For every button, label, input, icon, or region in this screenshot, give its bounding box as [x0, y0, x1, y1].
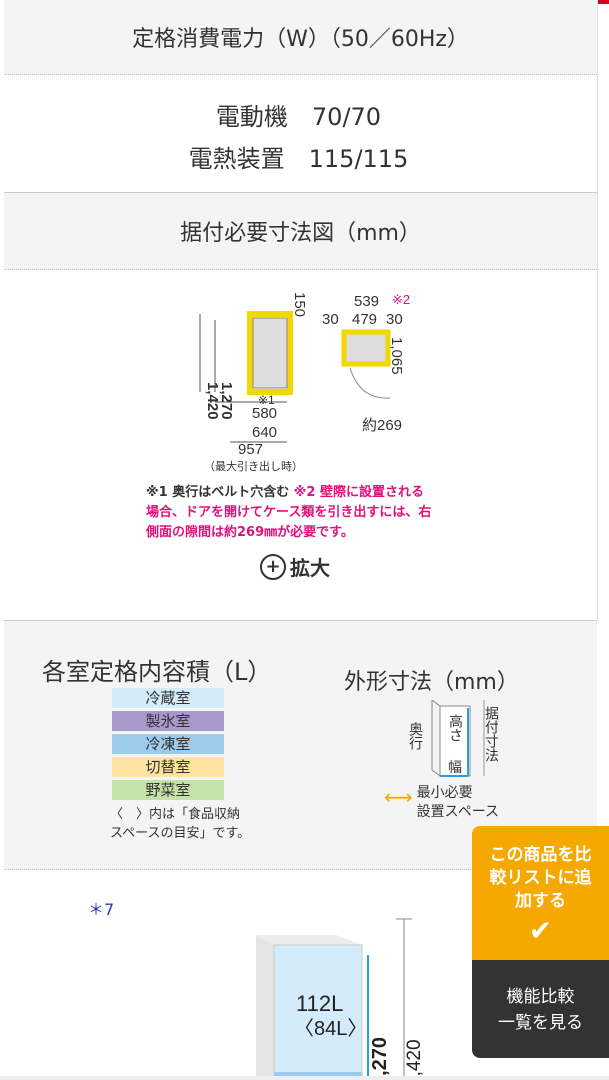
dim-1065: 1,065	[388, 337, 405, 375]
fridge-side-outline	[247, 311, 293, 395]
fridge-height-1420: 1,420	[404, 1039, 425, 1080]
install-diagram[interactable]: 1,420 1,270 150 ※1 580 640 957 （最大引き出し時）…	[180, 282, 480, 482]
legend-item: 切替室	[112, 757, 224, 777]
dim-30-left: 30	[322, 311, 339, 328]
height-label: 高さ	[448, 713, 464, 742]
heater-row: 電熱装置 115/115	[0, 139, 597, 174]
legend-item: 野菜室	[112, 780, 224, 800]
min-space-note: ⟷ 最小必要設置スペース	[384, 784, 499, 822]
note-2b: 場合、ドアを開けてケース類を引き出すには、右	[146, 505, 432, 520]
fridge-capacity: 112L	[296, 991, 343, 1016]
motor-row: 電動機 70/70	[0, 97, 597, 132]
note-2a: ※2 壁際に設置される	[293, 485, 424, 500]
install-header: 据付必要寸法図（mm）	[4, 192, 597, 270]
double-arrow-icon: ⟷	[384, 785, 413, 809]
motor-label: 電動機	[215, 103, 288, 131]
legend-item: 冷蔵室	[112, 688, 224, 708]
view-list-label-b: 一覧を見る	[498, 1013, 583, 1033]
outer-dim-diagram: 奥行 高さ 幅 据付寸法	[408, 700, 498, 777]
depth-label: 奥行	[408, 721, 424, 751]
fridge-height-1270: 1,270	[369, 1037, 391, 1080]
note-mark-1: ※1	[258, 393, 275, 407]
capacity-note-a: 〈 〉内は「食品収納	[110, 807, 241, 822]
outer-title: 外形寸法（mm）	[344, 670, 519, 695]
dim-539: 539	[354, 293, 379, 310]
zoom-button[interactable]: + 拡大	[260, 552, 330, 581]
capacity-title: 各室定格内容積（L）	[42, 658, 272, 686]
power-header: 定格消費電力（W）（50／60Hz）	[4, 0, 597, 75]
motor-value: 70/70	[311, 103, 382, 131]
heater-label: 電熱装置	[188, 145, 285, 173]
min-space-a: 最小必要	[416, 785, 473, 801]
check-icon: ✔	[528, 914, 553, 947]
min-space-b: 設置スペース	[416, 804, 499, 820]
note-1: ※1 奥行はベルト穴含む	[146, 485, 290, 500]
zoom-in-icon: +	[260, 553, 286, 580]
fridge-top-outline	[341, 329, 391, 367]
legend-item: 製氷室	[112, 711, 224, 731]
view-list-label-a: 機能比較	[506, 987, 575, 1007]
footnote-mark: ＊7	[88, 900, 115, 919]
max-pull-note: （最大引き出し時）	[204, 459, 303, 473]
fridge-food-space: 〈84L〉	[294, 1018, 367, 1040]
dim-150: 150	[291, 292, 308, 317]
width-label: 幅	[448, 759, 462, 775]
dim-957: 957	[238, 441, 263, 458]
add-to-compare-button[interactable]: この商品を比較リストに追加する ✔	[472, 826, 609, 960]
dim-1270: 1,270	[218, 382, 235, 420]
capacity-legend: 冷蔵室 製氷室 冷凍室 切替室 野菜室	[112, 688, 224, 803]
capacity-note-b: スペースの目安」です。	[110, 826, 251, 841]
add-to-compare-label: この商品を比較リストに追加する	[489, 845, 592, 911]
capacity-note: 〈 〉内は「食品収納スペースの目安」です。	[110, 805, 250, 843]
dim-1420: 1,420	[204, 382, 221, 420]
bottom-divider	[0, 1076, 609, 1080]
heater-value: 115/115	[308, 145, 409, 173]
install-notes: ※1 奥行はベルト穴含む ※2 壁際に設置される 場合、ドアを開けてケース類を引…	[146, 483, 431, 543]
view-compare-list-button[interactable]: 機能比較 一覧を見る	[472, 960, 609, 1058]
install-dim-label: 据付寸法	[484, 706, 498, 762]
legend-item: 冷凍室	[112, 734, 224, 754]
note-mark-2: ※2	[392, 292, 410, 307]
dim-30-right: 30	[386, 311, 403, 328]
note-2c: 側面の隙間は約269㎜が必要です。	[146, 525, 354, 540]
fridge-capacity-diagram: 112L 〈84L〉 1,270 1,420	[256, 918, 425, 1080]
dim-269: 約269	[362, 417, 402, 434]
divider	[597, 0, 598, 620]
dim-580: 580	[252, 405, 277, 422]
zoom-label: 拡大	[290, 556, 330, 580]
dim-640: 640	[252, 424, 277, 441]
dim-479: 479	[352, 311, 377, 328]
